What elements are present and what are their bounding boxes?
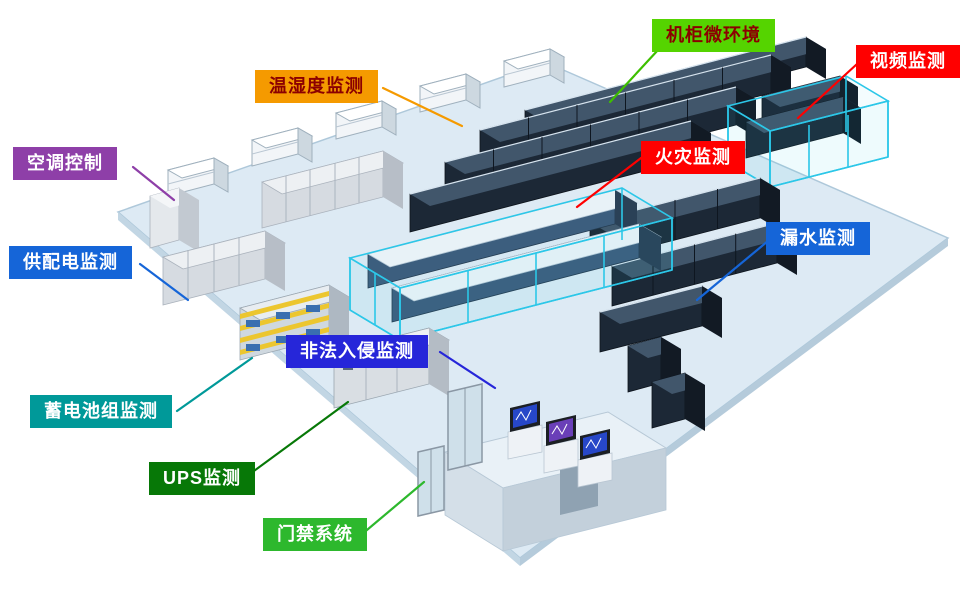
label-door-text: 门禁系统 <box>277 524 353 544</box>
leader-line-power <box>138 262 190 302</box>
label-leak-text: 漏水监测 <box>780 228 856 248</box>
label-ac-control-text: 空调控制 <box>27 153 103 173</box>
leader-line-ac-control <box>131 165 176 202</box>
label-cabinet-micro-text: 机柜微环境 <box>666 25 761 45</box>
label-leak: 漏水监测 <box>766 222 870 255</box>
leader-line-battery <box>175 356 254 413</box>
label-battery-text: 蓄电池组监测 <box>44 401 158 421</box>
tall-cabinet <box>149 187 199 252</box>
label-ac-control: 空调控制 <box>13 147 117 180</box>
leader-line-fire <box>575 156 643 209</box>
label-intrusion-text: 非法入侵监测 <box>300 341 414 361</box>
label-ups-text: UPS监测 <box>163 468 242 488</box>
ac-unit <box>250 127 314 167</box>
monitoring-console <box>507 401 543 460</box>
leader-line-video <box>796 62 859 120</box>
leader-line-cabinet-micro <box>608 48 660 104</box>
label-ups: UPS监测 <box>149 462 256 495</box>
label-temp-humidity: 温湿度监测 <box>255 70 378 103</box>
access-door <box>417 445 445 517</box>
leader-line-door <box>359 480 426 537</box>
label-video: 视频监测 <box>856 45 960 78</box>
server-rack-row-right-3 <box>599 285 722 353</box>
label-power: 供配电监测 <box>9 246 132 279</box>
containment-fence <box>347 187 675 342</box>
wall-ac-units <box>166 48 566 197</box>
access-door <box>447 383 483 471</box>
ac-unit <box>166 157 230 197</box>
label-door: 门禁系统 <box>263 518 367 551</box>
leader-lines <box>131 48 859 537</box>
leader-line-intrusion <box>438 350 497 390</box>
label-power-text: 供配电监测 <box>23 252 118 272</box>
cold-aisle-containment <box>347 187 675 342</box>
containment-rack-row <box>390 223 663 323</box>
monitoring-console <box>577 429 613 488</box>
ac-unit <box>418 73 482 113</box>
label-cabinet-micro: 机柜微环境 <box>652 19 775 52</box>
leader-line-ups <box>241 400 350 481</box>
label-fire-text: 火灾监测 <box>655 147 731 167</box>
label-temp-humidity-text: 温湿度监测 <box>269 76 364 96</box>
power-cabinet-row-upper <box>260 150 405 229</box>
ac-unit <box>334 100 398 140</box>
ac-unit <box>502 48 566 88</box>
leader-line-temp-humidity <box>381 86 464 128</box>
label-video-text: 视频监测 <box>870 51 946 71</box>
standalone-rack <box>651 372 705 431</box>
label-battery: 蓄电池组监测 <box>30 395 172 428</box>
power-cabinet-row-lower <box>161 230 287 306</box>
battery-cells <box>246 305 320 351</box>
label-fire: 火灾监测 <box>641 141 745 174</box>
monitoring-console <box>543 415 579 474</box>
leader-line-leak <box>695 239 770 302</box>
containment-rack-row <box>366 189 639 289</box>
label-intrusion: 非法入侵监测 <box>286 335 428 368</box>
